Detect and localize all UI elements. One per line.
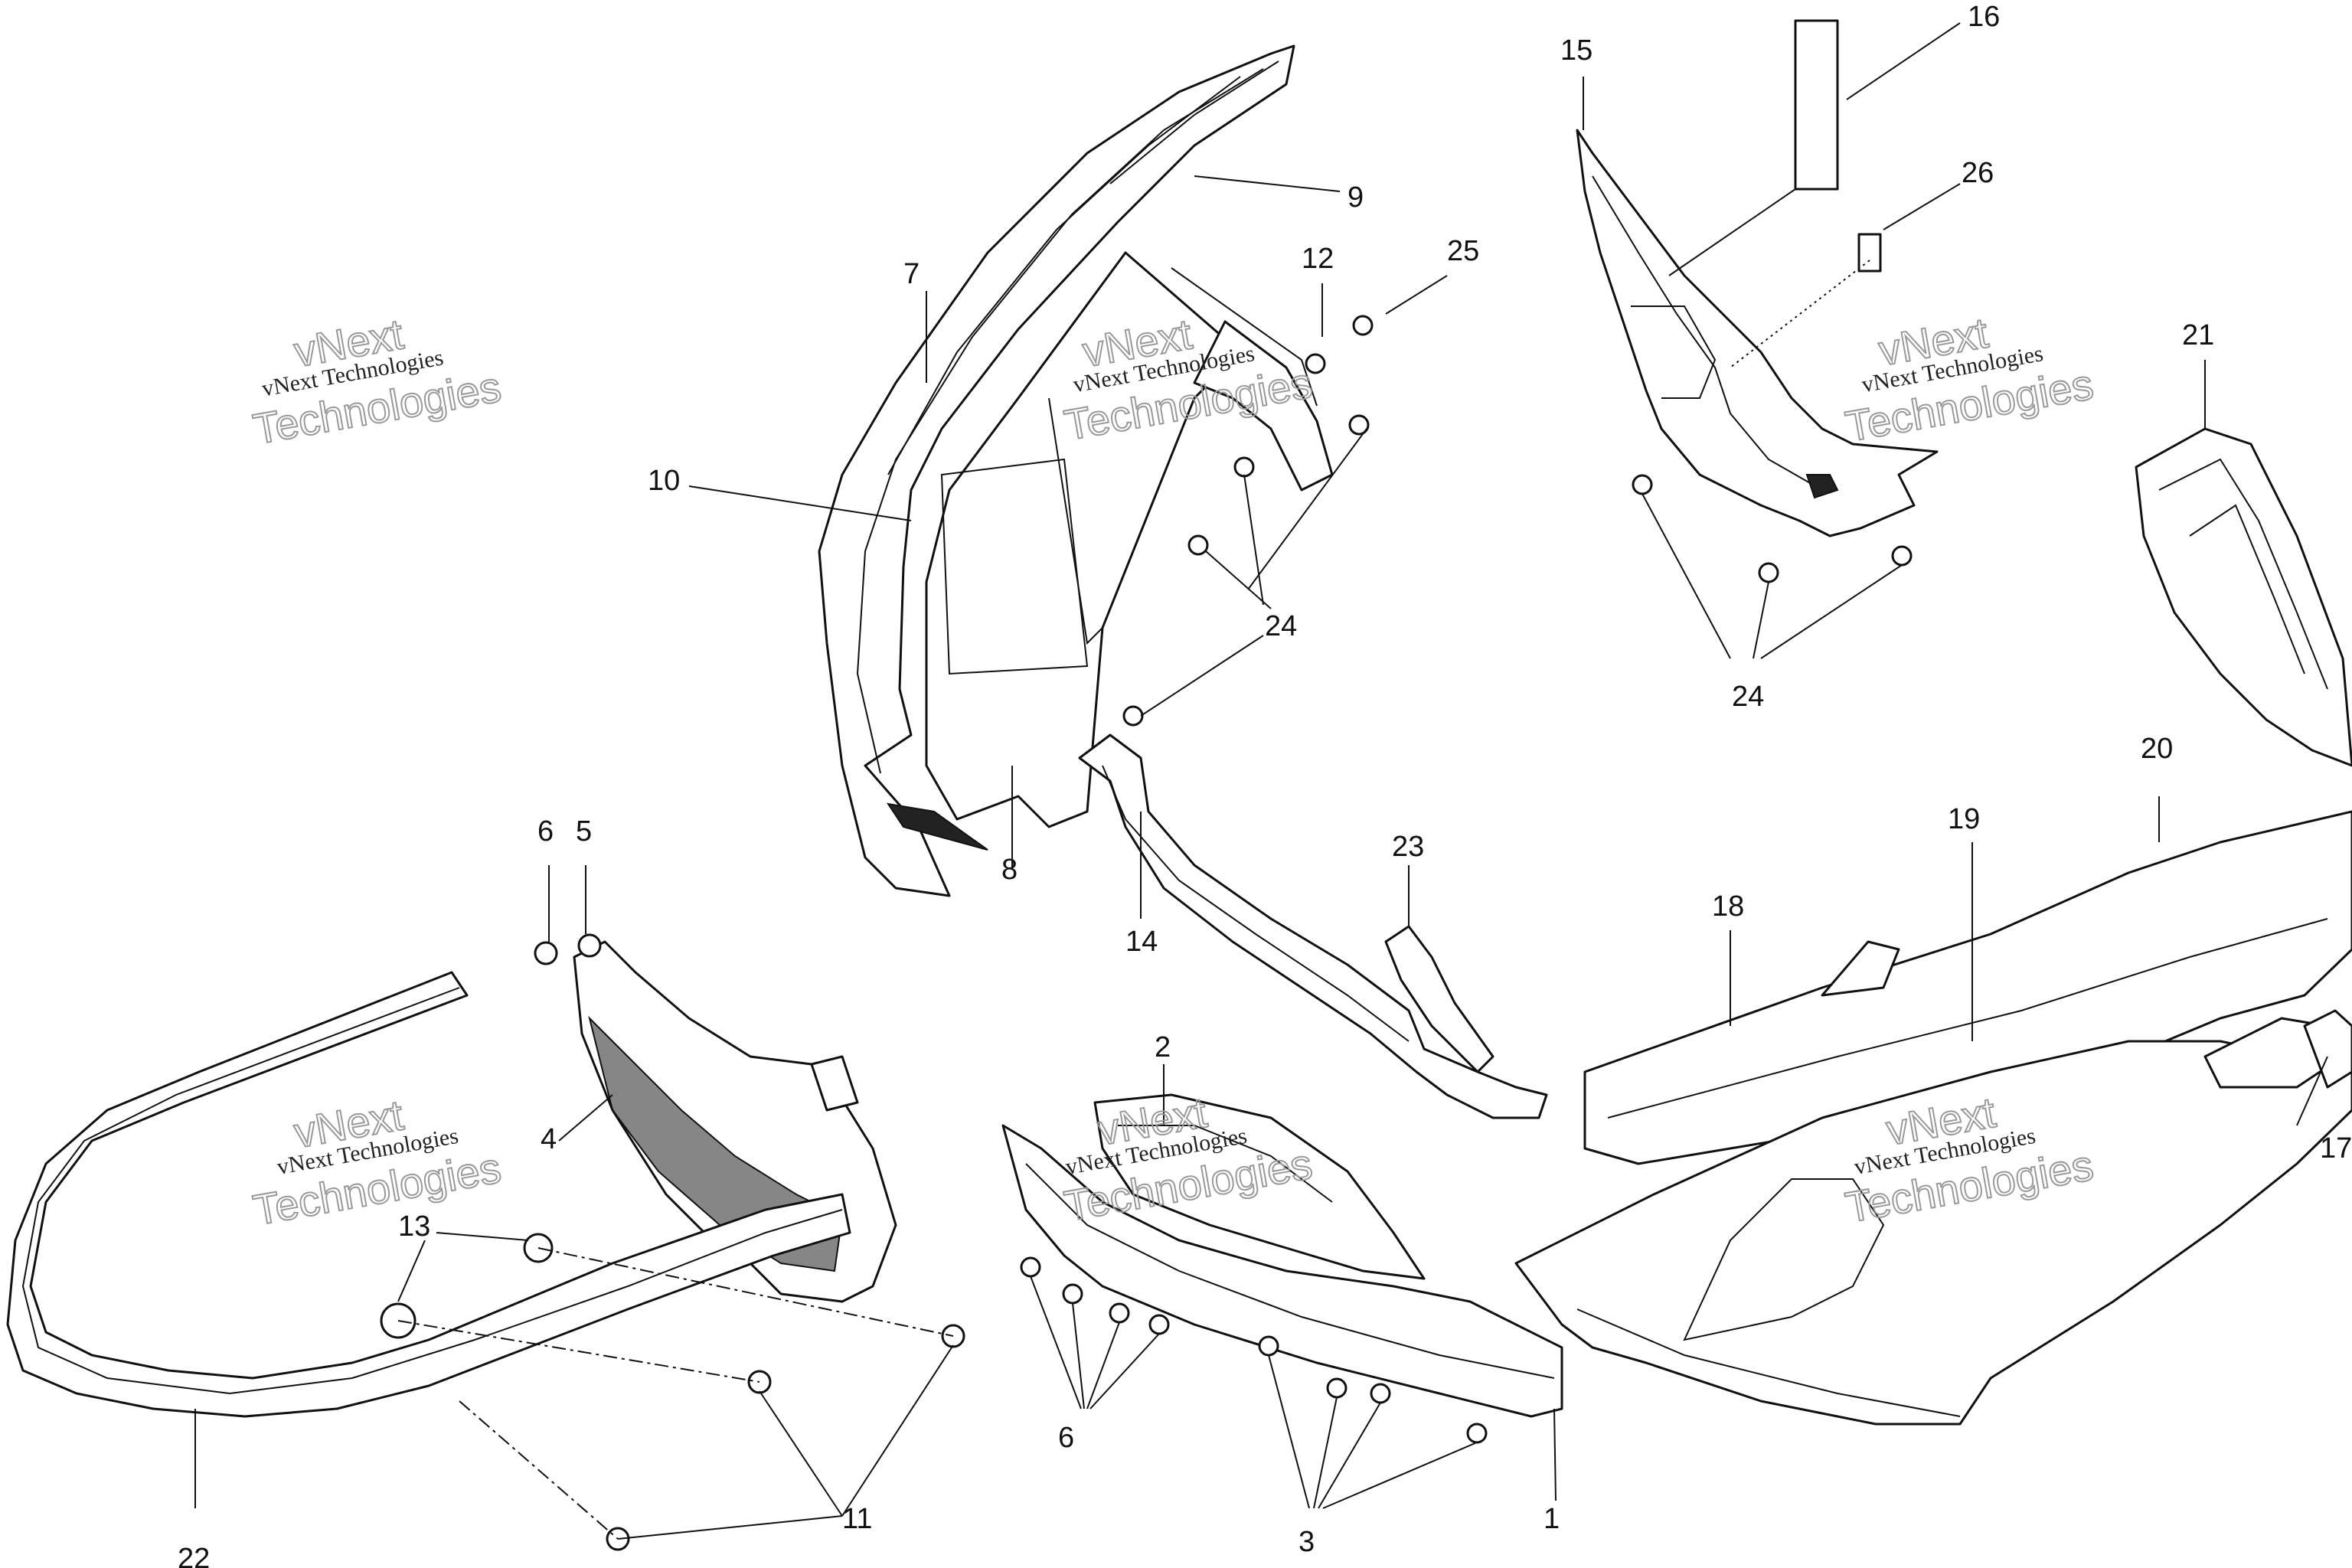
callout-24a: 24 — [1265, 610, 1297, 642]
watermark-left-top: vNext vNext Technologies Technologies — [249, 309, 505, 454]
callout-10: 10 — [648, 465, 680, 497]
callout-19: 19 — [1948, 803, 1980, 835]
callout-25: 25 — [1447, 235, 1479, 267]
callout-labels: 16 15 26 9 7 12 25 21 10 24 24 20 6 5 8 … — [178, 1, 2352, 1568]
callout-6b: 6 — [1058, 1422, 1074, 1454]
callout-20: 20 — [2141, 733, 2173, 765]
callout-16: 16 — [1968, 1, 2000, 33]
part-brace-14 — [1078, 733, 1548, 1119]
callout-15: 15 — [1560, 34, 1592, 67]
callout-9: 9 — [1348, 181, 1364, 214]
callout-11: 11 — [842, 1503, 872, 1535]
part-side-body-19 — [1514, 810, 2352, 1426]
part-lower-spoiler-1 — [1001, 1093, 1563, 1418]
callout-13: 13 — [398, 1210, 430, 1243]
callout-2: 2 — [1155, 1031, 1171, 1063]
callout-6a: 6 — [537, 815, 554, 848]
callout-3: 3 — [1298, 1526, 1315, 1558]
callout-24b: 24 — [1732, 681, 1764, 713]
callout-21: 21 — [2182, 319, 2214, 351]
callout-14: 14 — [1125, 926, 1158, 958]
callout-18: 18 — [1712, 890, 1744, 923]
callout-22: 22 — [178, 1543, 210, 1568]
callout-4: 4 — [541, 1123, 557, 1155]
callout-23: 23 — [1392, 831, 1424, 863]
callout-5: 5 — [576, 815, 592, 848]
part-bumper-22 — [6, 971, 851, 1418]
part-front-fairing — [818, 44, 1334, 897]
part-side-panel-15 — [1576, 19, 1939, 537]
callout-7: 7 — [903, 258, 920, 290]
watermark-right-top: vNext vNext Technologies Technologies — [1841, 308, 2098, 452]
callout-12: 12 — [1302, 243, 1334, 275]
callout-1: 1 — [1544, 1503, 1560, 1535]
callout-17: 17 — [2320, 1132, 2352, 1165]
watermark-left-bottom: vNext vNext Technologies Technologies — [249, 1089, 505, 1235]
leader-lines — [194, 22, 2328, 1540]
part-bracket-21 — [2135, 427, 2352, 767]
callout-8: 8 — [1001, 854, 1018, 886]
callout-26: 26 — [1962, 157, 1994, 189]
